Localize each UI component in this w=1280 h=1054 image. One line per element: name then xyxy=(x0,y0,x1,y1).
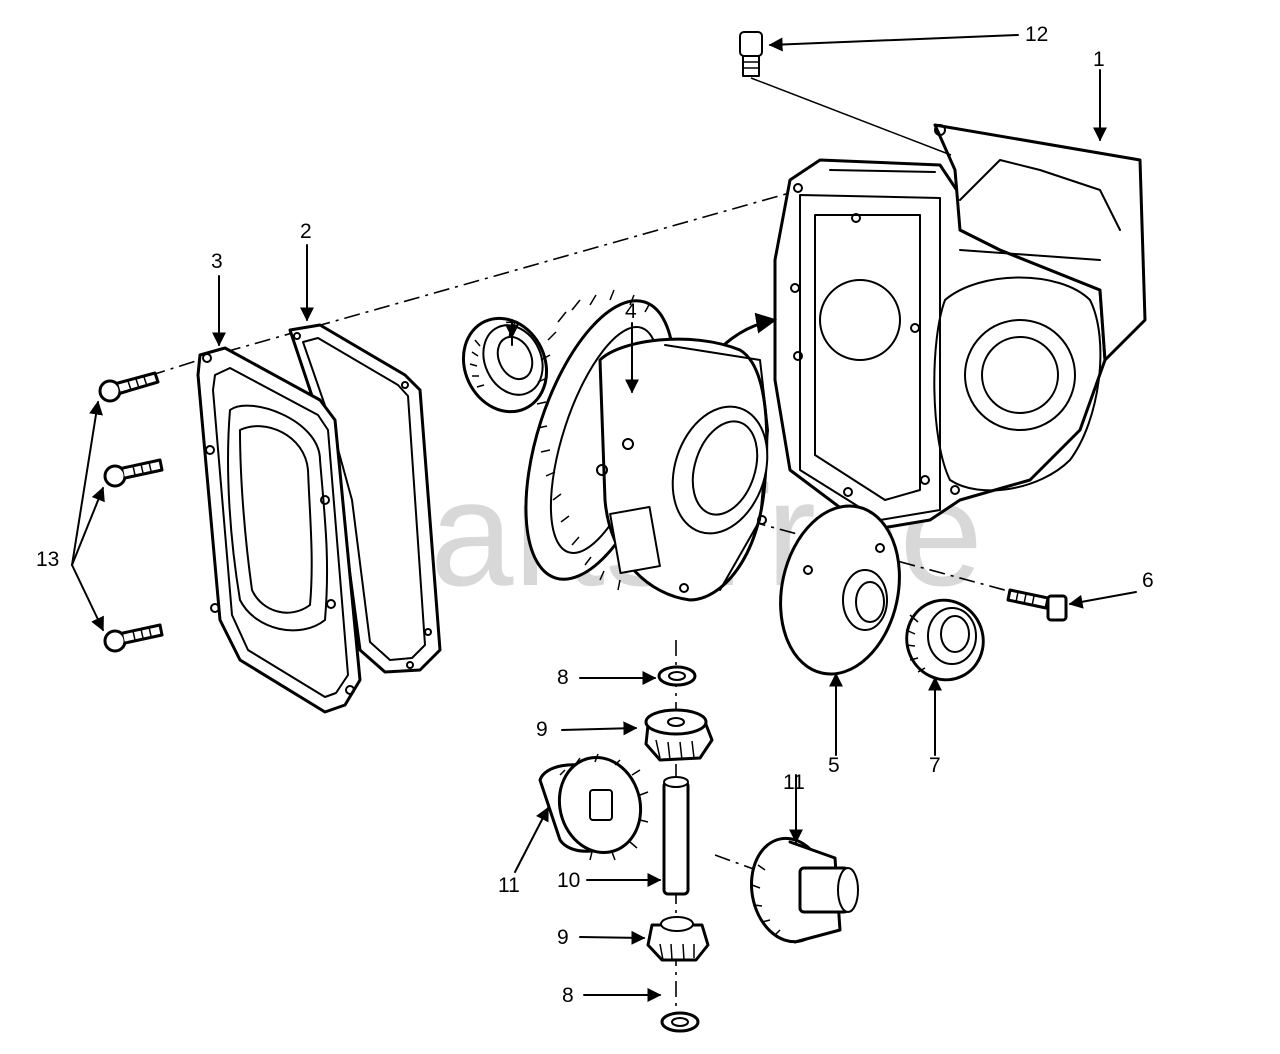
callout-2: 2 xyxy=(300,220,312,243)
callout-11-left: 11 xyxy=(498,874,520,897)
callout-6: 6 xyxy=(1142,569,1154,592)
callout-10: 10 xyxy=(557,869,580,892)
callout-3: 3 xyxy=(211,250,223,273)
callout-labels: 12 1 2 3 7 4 6 13 8 9 5 7 11 11 10 9 8 xyxy=(36,23,1154,1007)
callout-9-lower: 9 xyxy=(557,926,569,949)
pinion-gear-upper xyxy=(644,708,714,762)
differential-cover xyxy=(779,504,901,676)
differential-bolt xyxy=(1006,588,1068,622)
vent-plug xyxy=(739,31,952,156)
thrust-washer-lower xyxy=(660,1011,700,1033)
bearing-right xyxy=(905,598,985,682)
bearing-left xyxy=(461,316,549,414)
pinion-shaft xyxy=(662,776,690,896)
callout-12: 12 xyxy=(1025,23,1048,46)
callout-8-lower: 8 xyxy=(562,984,574,1007)
bolt-lower xyxy=(103,623,164,653)
pinion-gear-lower xyxy=(646,916,710,962)
callout-5: 5 xyxy=(828,754,840,777)
transaxle-housing xyxy=(698,123,1147,532)
callout-1: 1 xyxy=(1093,48,1105,71)
callout-8-upper: 8 xyxy=(557,666,569,689)
callout-11-right: 11 xyxy=(783,771,805,794)
ring-gear-differential-case xyxy=(524,289,769,602)
side-gear-right xyxy=(750,836,859,944)
callout-4: 4 xyxy=(625,300,637,323)
cover-plate xyxy=(196,346,362,714)
bolt-upper xyxy=(98,371,160,403)
leader-lines xyxy=(71,34,1137,1002)
callout-13: 13 xyxy=(36,548,59,571)
callout-7-right: 7 xyxy=(929,754,941,777)
callout-9-upper: 9 xyxy=(536,718,548,741)
side-gear-left xyxy=(538,753,649,861)
thrust-washer-upper xyxy=(657,665,697,687)
callout-7-left: 7 xyxy=(505,318,517,341)
cover-bolts xyxy=(98,371,164,653)
bolt-middle xyxy=(103,458,164,488)
